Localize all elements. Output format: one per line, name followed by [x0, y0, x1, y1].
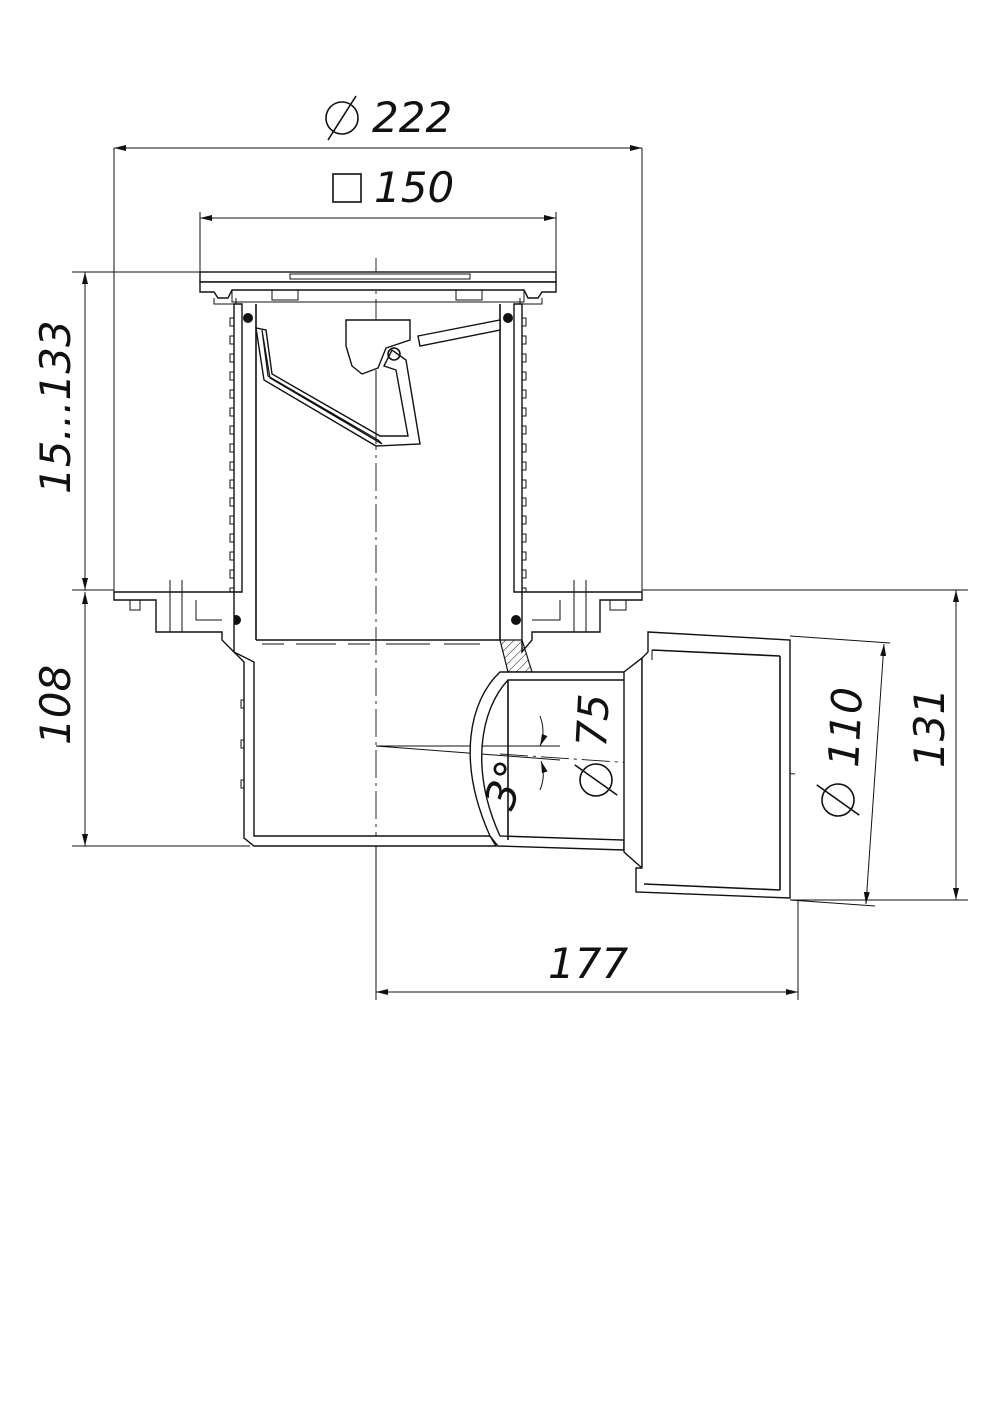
dim-grate-square: 150 [374, 163, 454, 212]
diameter-symbol-icon [816, 783, 860, 817]
dim-socket-diameter: 110 [819, 686, 872, 769]
drain-body [233, 639, 643, 870]
flange [113, 580, 643, 654]
square-symbol-icon [332, 173, 362, 203]
corrugation-left [229, 317, 234, 597]
diameter-symbol-icon [325, 95, 359, 141]
socket-110 [635, 631, 791, 899]
diameter-symbol-icon [574, 763, 618, 797]
dim-height-body: 108 [31, 665, 80, 745]
odor-trap [255, 319, 501, 447]
grate-frame [199, 271, 557, 305]
dim-flange-diameter: 222 [372, 93, 452, 142]
extension-body [229, 303, 527, 645]
dim-outlet-length: 177 [548, 939, 628, 988]
dim-outlet-height: 131 [905, 688, 954, 768]
dim-height-adjust: 15...133 [31, 320, 80, 494]
dim-outlet-diameter: 75 [567, 693, 619, 749]
corrugation-right [522, 317, 527, 597]
